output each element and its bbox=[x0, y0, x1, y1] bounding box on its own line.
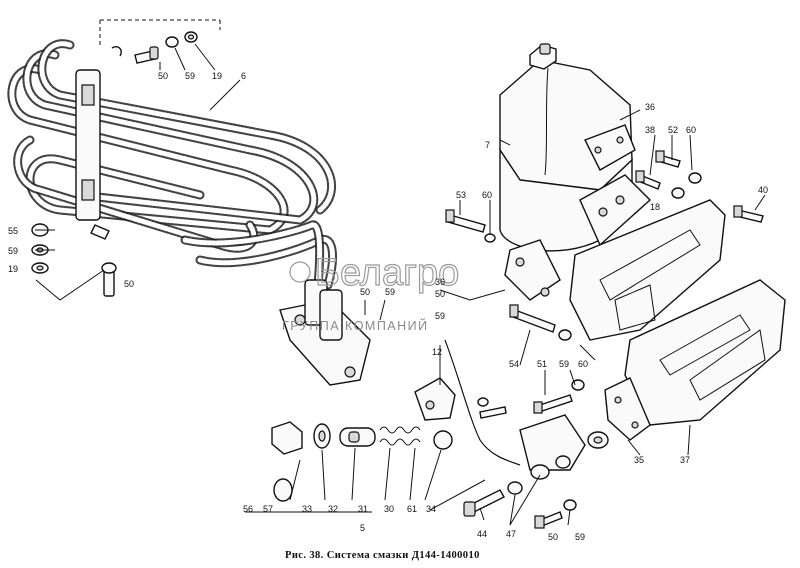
hose-fitting-block bbox=[279, 279, 371, 386]
label-47: 47 bbox=[506, 529, 516, 539]
filter-bolts bbox=[445, 150, 764, 414]
label-50c: 50 bbox=[360, 287, 370, 297]
label-56: 56 bbox=[243, 504, 253, 514]
pressure-valve-parts bbox=[271, 421, 453, 502]
label-12: 12 bbox=[432, 347, 442, 357]
bolt-washer-set-top bbox=[99, 19, 221, 64]
figure-caption: Рис. 38. Система смазки Д144-1400010 bbox=[285, 550, 480, 561]
hose-clamp-bracket bbox=[75, 69, 110, 240]
label-61: 61 bbox=[407, 504, 417, 514]
label-33: 33 bbox=[302, 504, 312, 514]
label-18: 18 bbox=[650, 202, 660, 212]
leader-lines bbox=[35, 43, 766, 526]
label-57: 57 bbox=[263, 504, 273, 514]
filter-mount-bracket bbox=[504, 174, 652, 301]
watermark: Белагро ГРУППА КОМПАНИЙ bbox=[282, 251, 460, 333]
label-59e: 59 bbox=[559, 359, 569, 369]
watermark-brand: Белагро bbox=[315, 252, 459, 294]
label-5: 5 bbox=[360, 523, 365, 533]
label-60a: 60 bbox=[686, 125, 696, 135]
label-38: 38 bbox=[645, 125, 655, 135]
bolt-washer-set-bottom bbox=[534, 499, 577, 529]
label-51: 51 bbox=[537, 359, 547, 369]
label-44: 44 bbox=[477, 529, 487, 539]
label-50a: 50 bbox=[158, 71, 168, 81]
label-31: 31 bbox=[358, 504, 368, 514]
label-7: 7 bbox=[485, 140, 490, 150]
label-37: 37 bbox=[680, 455, 690, 465]
label-50b: 50 bbox=[124, 279, 134, 289]
label-6: 6 bbox=[241, 71, 246, 81]
label-52: 52 bbox=[668, 125, 678, 135]
filter-base-plate bbox=[569, 199, 726, 341]
label-59b: 59 bbox=[8, 246, 18, 256]
label-55: 55 bbox=[8, 226, 18, 236]
label-59a: 59 bbox=[185, 71, 195, 81]
label-40: 40 bbox=[758, 185, 768, 195]
small-flange-plate bbox=[604, 377, 651, 441]
part-labels: 50 59 19 6 55 59 19 50 50 59 7 36 38 52 … bbox=[8, 71, 768, 542]
label-60c: 60 bbox=[578, 359, 588, 369]
label-53: 53 bbox=[456, 190, 466, 200]
watermark-subtitle: ГРУППА КОМПАНИЙ bbox=[282, 318, 429, 333]
label-36a: 36 bbox=[645, 102, 655, 112]
label-36b: 36 bbox=[435, 277, 445, 287]
label-50e: 50 bbox=[548, 532, 558, 542]
label-34: 34 bbox=[426, 504, 436, 514]
label-59d: 59 bbox=[435, 311, 445, 321]
label-32: 32 bbox=[328, 504, 338, 514]
label-35: 35 bbox=[634, 455, 644, 465]
label-19a: 19 bbox=[212, 71, 222, 81]
banjo-bolt bbox=[463, 489, 505, 517]
oil-pipe-assembly bbox=[414, 339, 609, 495]
label-54: 54 bbox=[509, 359, 519, 369]
label-30: 30 bbox=[384, 504, 394, 514]
label-59f: 59 bbox=[575, 532, 585, 542]
label-59c: 59 bbox=[385, 287, 395, 297]
label-19b: 19 bbox=[8, 264, 18, 274]
label-50d: 50 bbox=[435, 289, 445, 299]
oil-cooler-hoses bbox=[7, 39, 337, 290]
label-60b: 60 bbox=[482, 190, 492, 200]
